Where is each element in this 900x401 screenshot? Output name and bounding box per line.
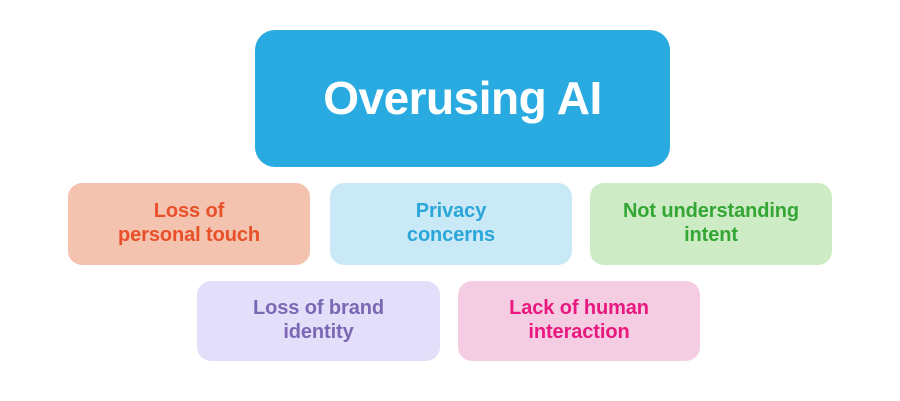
diagram-node-not-understanding-intent[interactable]: Not understanding intent bbox=[590, 183, 832, 265]
diagram-node-loss-of-brand-identity[interactable]: Loss of brand identity bbox=[197, 281, 440, 361]
diagram-node-loss-of-personal-touch[interactable]: Loss of personal touch bbox=[68, 183, 310, 265]
diagram-node-label-not-understanding-intent: Not understanding intent bbox=[622, 200, 800, 246]
diagram-node-label-loss-of-personal-touch: Loss of personal touch bbox=[118, 200, 260, 246]
diagram-root-node-label: Overusing AI bbox=[323, 72, 602, 125]
diagram-node-lack-of-human-interaction[interactable]: Lack of human interaction bbox=[458, 281, 700, 361]
diagram-node-label-privacy-concerns: Privacy concerns bbox=[406, 200, 496, 246]
diagram-node-label-lack-of-human-interaction: Lack of human interaction bbox=[509, 297, 649, 343]
diagram-node-privacy-concerns[interactable]: Privacy concerns bbox=[330, 183, 572, 265]
diagram-node-label-loss-of-brand-identity: Loss of brand identity bbox=[253, 297, 384, 343]
diagram-root-node[interactable]: Overusing AI bbox=[255, 30, 670, 167]
